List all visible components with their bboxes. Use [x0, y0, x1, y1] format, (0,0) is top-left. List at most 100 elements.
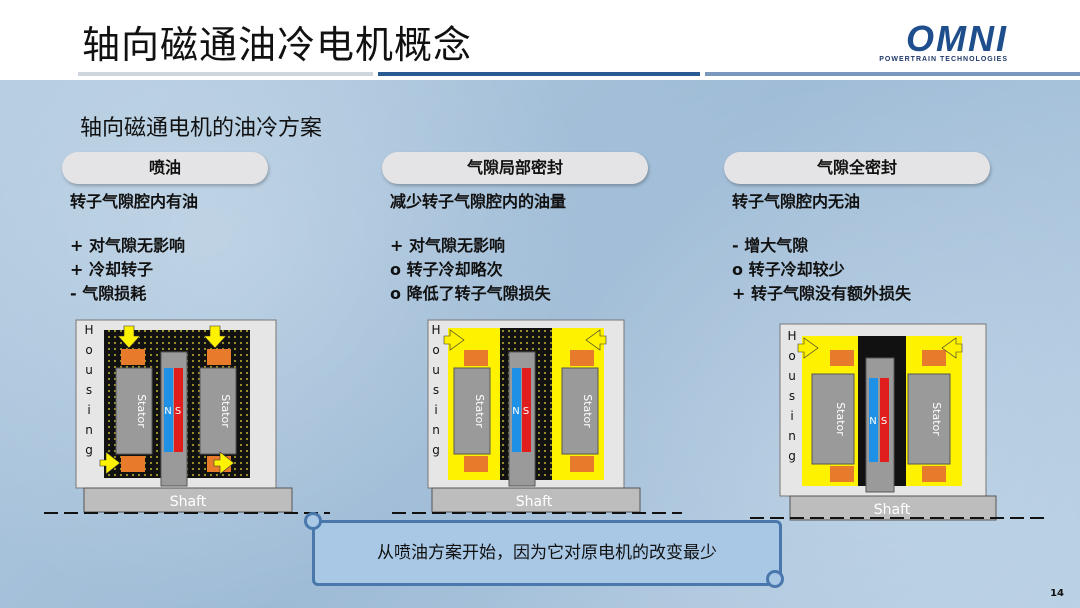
point: - 气隙损耗 [70, 284, 147, 303]
stator-right [199, 367, 237, 455]
shaft-label: Shaft [516, 494, 553, 510]
housing-letter: H [431, 323, 440, 337]
page-number: 14 [1050, 588, 1064, 599]
oil-arrow [99, 451, 121, 475]
oil-arrow [117, 325, 141, 349]
diagram-full-seal: H o u s i n g Stator Stator N S Shaft [750, 323, 1050, 521]
stator-label: Stator [219, 394, 232, 428]
point: + 冷却转子 [70, 260, 153, 279]
housing-letter: u [432, 363, 440, 377]
point: + 对气隙无影响 [390, 236, 505, 255]
oil-arrow [941, 337, 963, 359]
point: o 转子冷却较少 [732, 260, 845, 279]
pill-spray-oil: 喷油 [62, 152, 268, 184]
housing-letter: u [85, 363, 93, 377]
stator-left [811, 373, 855, 465]
title-bar: 轴向磁通油冷电机概念 OMNI POWERTRAIN TECHNOLOGIES [0, 0, 1080, 78]
logo-subtitle: POWERTRAIN TECHNOLOGIES [879, 56, 1008, 63]
oil-arrow [213, 451, 235, 475]
magnet-n [164, 368, 173, 452]
oil-arrow [443, 329, 465, 351]
shaft [431, 487, 641, 513]
coil [830, 350, 854, 366]
point: + 转子气隙没有额外损失 [732, 284, 911, 303]
housing-letter: H [84, 323, 93, 337]
housing-letter: g [788, 449, 796, 463]
oil-arrow [585, 329, 607, 351]
pill-partial-seal: 气隙局部密封 [382, 152, 648, 184]
coil [121, 349, 145, 365]
stator-right [907, 373, 951, 465]
shaft-label: Shaft [874, 502, 911, 518]
stator-label: Stator [473, 394, 486, 428]
stator-right [561, 367, 599, 455]
stator-label: Stator [135, 394, 148, 428]
diagram-partial-seal: H o u s i n g Stator Stator N S Shaft [392, 319, 682, 514]
coil [570, 456, 594, 472]
housing-letter: s [433, 383, 439, 397]
n-label: N [512, 406, 519, 417]
housing-letter: o [432, 343, 439, 357]
diagram-spray-oil: H o u s i n g Stator Stator N S Shaft [44, 319, 330, 514]
n-label: N [164, 406, 171, 417]
housing-letter: g [432, 443, 440, 457]
shaft [789, 495, 997, 521]
coil [207, 349, 231, 365]
stator-left [115, 367, 153, 455]
n-label: N [869, 416, 876, 427]
stator-label: Stator [930, 402, 943, 436]
magnet-s [522, 368, 531, 452]
housing-letter: o [85, 343, 92, 357]
housing-letter: s [86, 383, 92, 397]
scroll-curl-left [304, 512, 322, 530]
desc-full-seal: 转子气隙腔内无油 [732, 192, 861, 211]
magnet-s [880, 378, 889, 462]
point: - 增大气隙 [732, 236, 809, 255]
slide-subtitle: 轴向磁通电机的油冷方案 [80, 116, 323, 141]
pill-full-seal: 气隙全密封 [724, 152, 990, 184]
coil [464, 350, 488, 366]
stator-label: Stator [581, 394, 594, 428]
s-label: S [175, 406, 181, 417]
housing-letter: i [87, 403, 90, 417]
coil [922, 350, 946, 366]
list-spray-oil: + 对气隙无影响 + 冷却转子 - 气隙损耗 [70, 234, 185, 306]
housing-letter: n [85, 423, 93, 437]
callout-banner: 从喷油方案开始，因为它对原电机的改变最少 [312, 520, 782, 586]
coil [464, 456, 488, 472]
coil [830, 466, 854, 482]
scroll-curl-right [766, 570, 784, 588]
magnet-n [512, 368, 521, 452]
header-rule-gray [78, 72, 373, 76]
slide-content: 轴向磁通电机的油冷方案 喷油 转子气隙腔内有油 + 对气隙无影响 + 冷却转子 … [0, 80, 1080, 608]
desc-spray-oil: 转子气隙腔内有油 [70, 192, 199, 211]
housing-letter: i [790, 409, 793, 423]
coil [121, 456, 145, 472]
shaft [83, 487, 293, 513]
coil [922, 466, 946, 482]
list-full-seal: - 增大气隙 o 转子冷却较少 + 转子气隙没有额外损失 [732, 234, 911, 306]
point: o 转子冷却略次 [390, 260, 503, 279]
header-rule-light [705, 72, 1080, 76]
housing-letter: g [85, 443, 93, 457]
housing-letter: n [788, 429, 796, 443]
housing-letter: n [432, 423, 440, 437]
omni-logo: OMNI POWERTRAIN TECHNOLOGIES [856, 18, 1008, 64]
header-rule-blue [378, 72, 700, 76]
s-label: S [881, 416, 887, 427]
coil [570, 350, 594, 366]
magnet-s [174, 368, 183, 452]
housing-letter: u [788, 369, 796, 383]
magnet-n [869, 378, 878, 462]
oil-arrow [203, 325, 227, 349]
housing-letter: i [434, 403, 437, 417]
housing-letter: s [789, 389, 795, 403]
logo-word: OMNI [906, 18, 1008, 59]
shaft-label: Shaft [170, 494, 207, 510]
list-partial-seal: + 对气隙无影响 o 转子冷却略次 o 降低了转子气隙损失 [390, 234, 551, 306]
housing-letter: o [788, 349, 795, 363]
point: + 对气隙无影响 [70, 236, 185, 255]
stator-left [453, 367, 491, 455]
point: o 降低了转子气隙损失 [390, 284, 551, 303]
oil-arrow [797, 337, 819, 359]
